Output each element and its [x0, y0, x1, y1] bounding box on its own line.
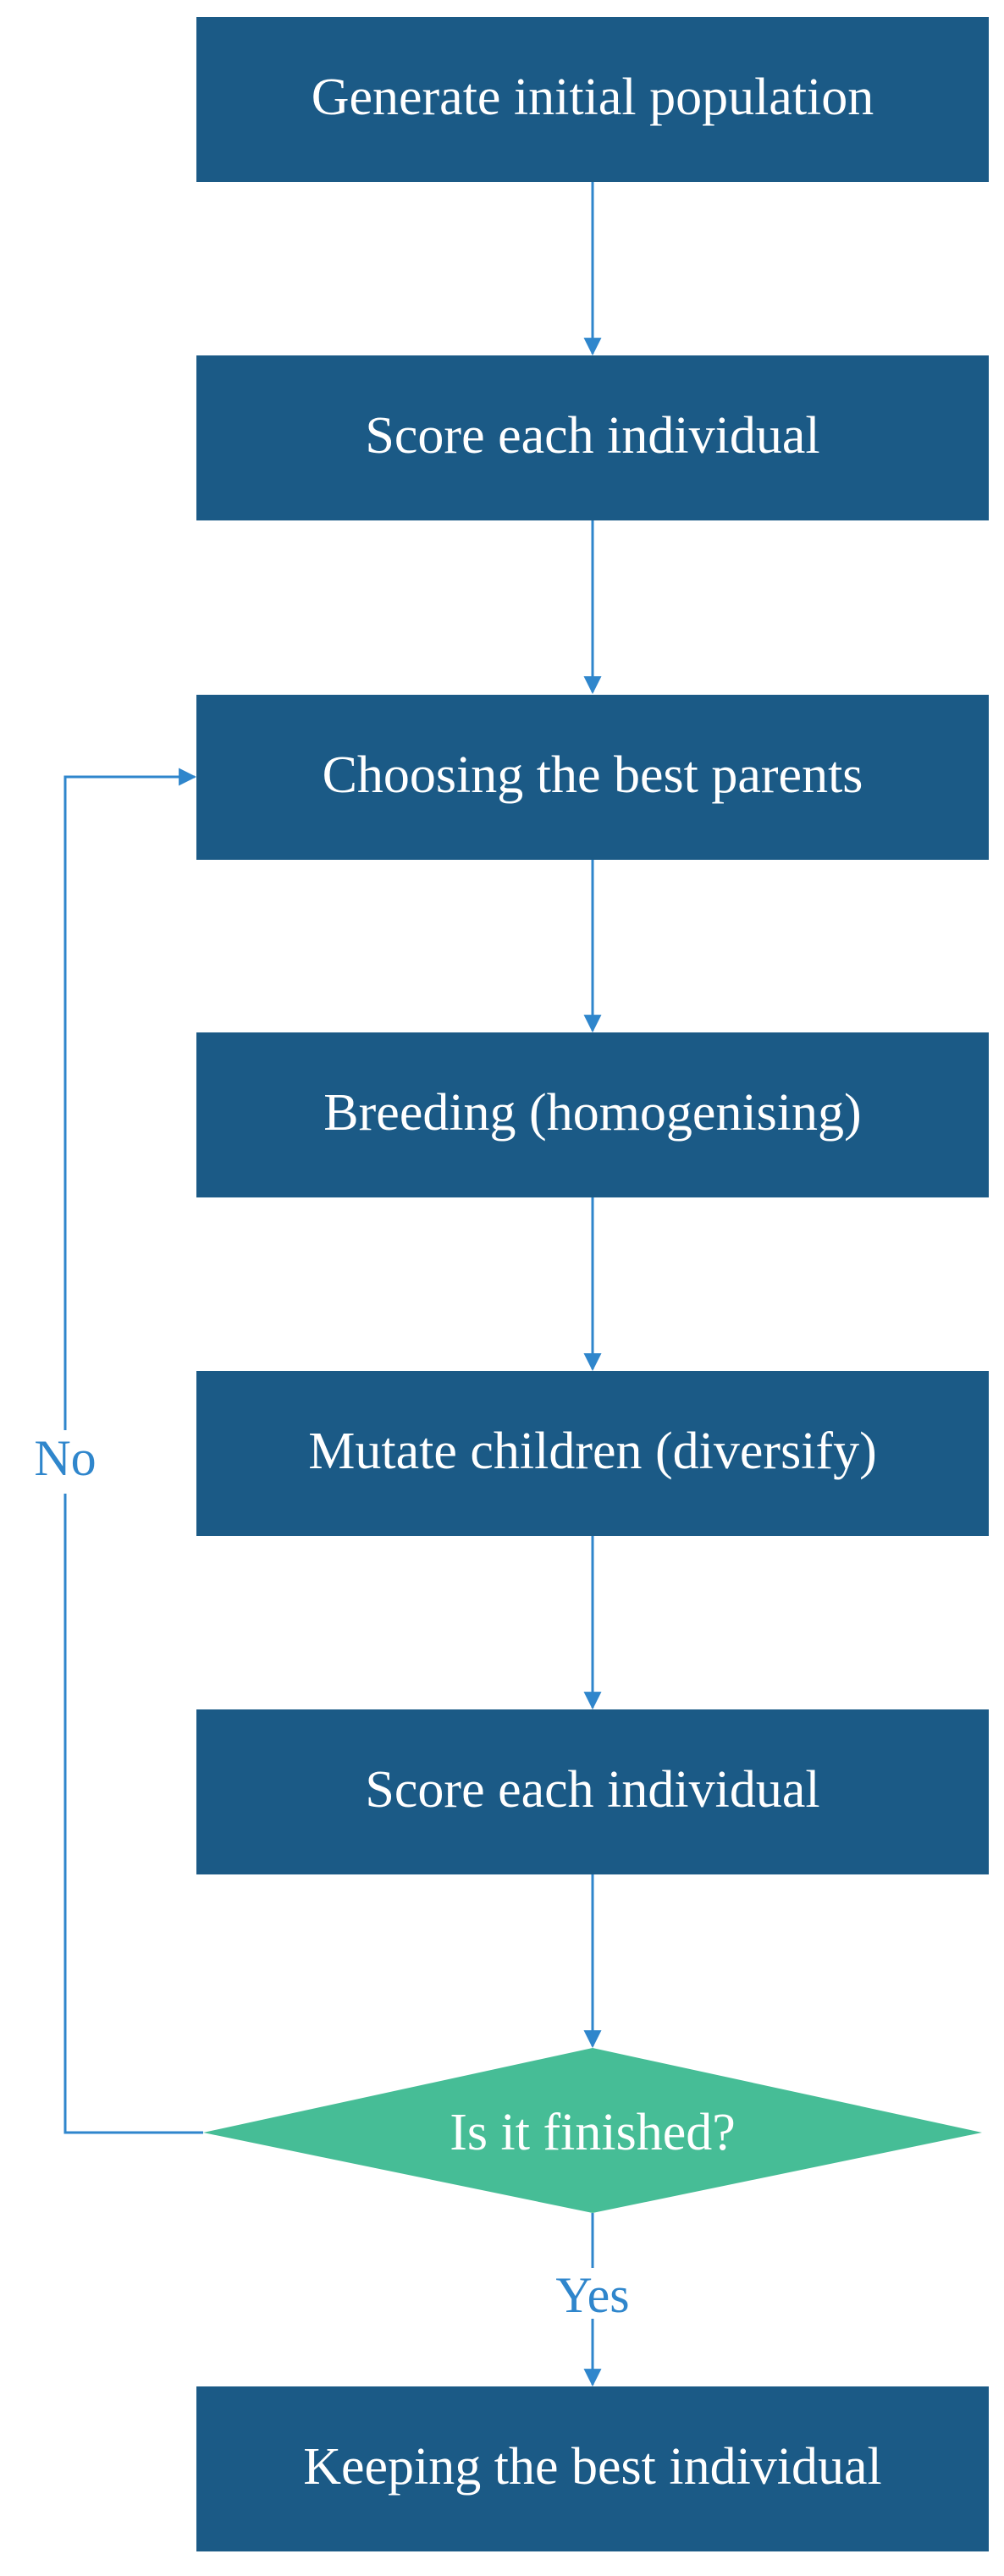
step-6-label: Score each individual	[365, 1761, 819, 1819]
step-4: Breeding (homogenising)	[196, 1032, 989, 1197]
step-3-label: Choosing the best parents	[323, 746, 863, 804]
final-step-label: Keeping the best individual	[303, 2438, 882, 2496]
step-1-label: Generate initial population	[312, 69, 874, 126]
step-4-label: Breeding (homogenising)	[323, 1084, 861, 1142]
step-1: Generate initial population	[196, 17, 989, 182]
decision-label: Is it finished?	[450, 2104, 736, 2161]
decision-node: Is it finished?	[203, 2048, 982, 2213]
step-5: Mutate children (diversify)	[196, 1371, 989, 1536]
step-2-label: Score each individual	[365, 407, 819, 465]
loop-label-no: No	[34, 1430, 96, 1486]
step-5-label: Mutate children (diversify)	[308, 1423, 876, 1480]
step-6: Score each individual	[196, 1709, 989, 1874]
step-3: Choosing the best parents	[196, 695, 989, 860]
final-step: Keeping the best individual	[196, 2386, 989, 2551]
step-2: Score each individual	[196, 355, 989, 520]
exit-label-yes: Yes	[555, 2267, 629, 2323]
